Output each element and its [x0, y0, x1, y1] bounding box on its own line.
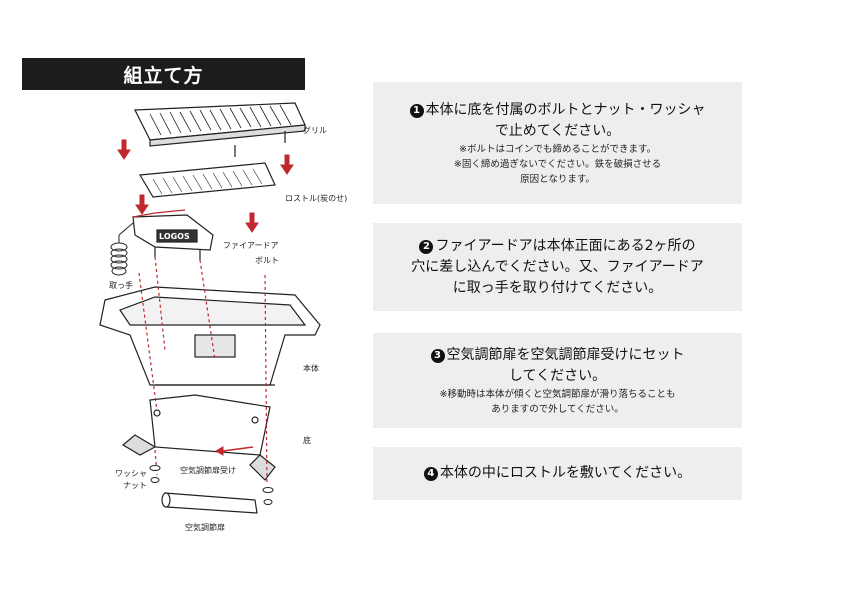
step-4-number: 4	[423, 467, 438, 481]
step-2-number: 2	[419, 239, 434, 254]
label-damper: 空気調節扉	[185, 523, 225, 532]
handle-spring	[110, 222, 134, 276]
section-header: 組立て方	[22, 58, 305, 90]
step-1-note-1: ※ボルトはコインでも締めることができます。	[458, 143, 656, 155]
label-nut: ナット	[123, 481, 147, 490]
step-3-note-1: ※移動時は本体が傾くと空気調節扉が滑り落ちることも	[439, 388, 676, 400]
assembly-diagram: LOGOS	[95, 95, 365, 545]
assembly-illustration: LOGOS	[99, 102, 321, 514]
step-1-number: 1	[409, 103, 424, 118]
fire-door-part: LOGOS	[132, 209, 214, 260]
label-bottom: 底	[303, 436, 311, 445]
section-title: 組立て方	[123, 64, 204, 87]
step-3-line-2: してください。	[508, 367, 607, 384]
fire-door-logo: LOGOS	[159, 232, 190, 241]
bottom-part	[121, 394, 276, 481]
step-3-note-2: ありますので外してください。	[491, 403, 624, 415]
label-bolt: ボルト	[255, 256, 279, 265]
washer-nut	[149, 465, 274, 505]
step-1-line-2: で止めてください。	[494, 122, 621, 139]
label-damper-holder: 空気調節扉受け	[180, 466, 236, 475]
step-1-note-2: ※固く締め過ぎないでください。鉄を破損させる	[453, 158, 662, 170]
label-rostle: ロストル(炭のせ)	[285, 194, 348, 203]
damper-part	[161, 492, 258, 514]
damper-arrow	[214, 446, 254, 456]
step-2-line-3: に取っ手を取り付けてください。	[452, 279, 663, 296]
label-handle: 取っ手	[109, 281, 133, 290]
label-fire-door: ファイアードア	[223, 241, 279, 250]
rostle-part	[139, 162, 276, 198]
label-body: 本体	[303, 364, 319, 373]
grill-part	[134, 102, 306, 157]
label-grill: グリル	[303, 126, 327, 135]
step-1-note-3: 原因となります。	[520, 173, 595, 185]
label-washer: ワッシャ	[115, 469, 147, 478]
step-3-number: 3	[430, 348, 445, 363]
down-arrows	[117, 139, 294, 233]
step-2-line-2: 穴に差し込んでください。又、ファイアードア	[411, 258, 704, 275]
body-part	[99, 286, 321, 386]
